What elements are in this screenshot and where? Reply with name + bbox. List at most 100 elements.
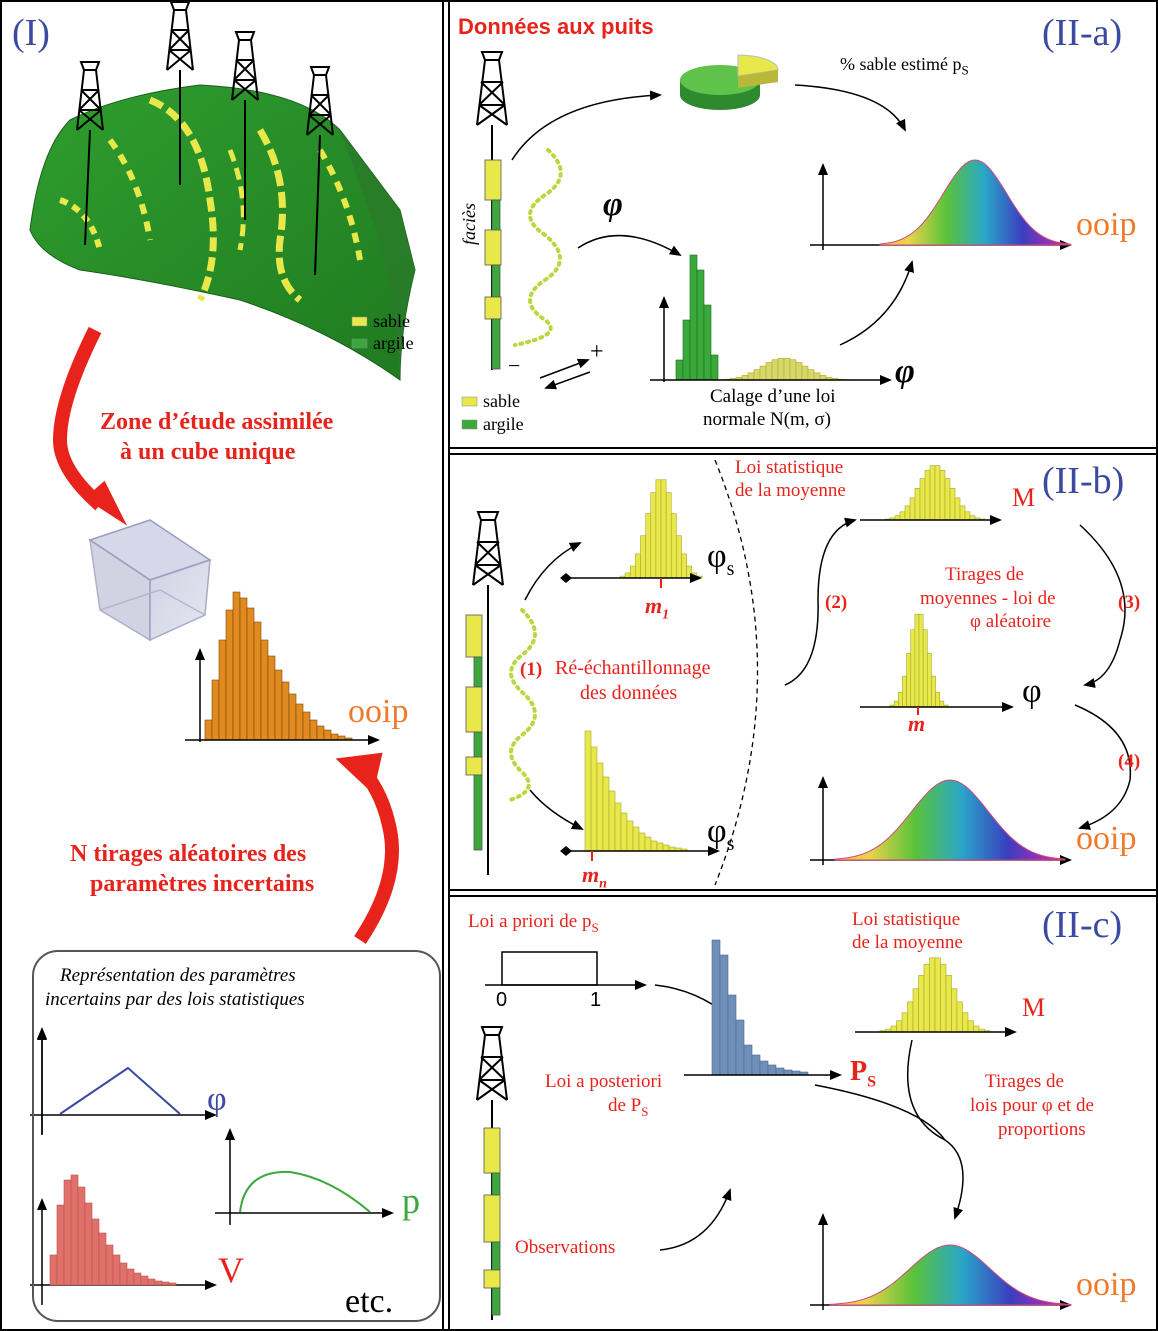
phi-label: φ (603, 186, 623, 223)
ooip-histogram (204, 591, 353, 741)
step-2-label: (2) (825, 592, 848, 613)
M-label: M (1022, 993, 1046, 1022)
mean-law-bar (973, 1025, 980, 1033)
porosity-log-curve (513, 148, 563, 347)
mean-law-bar (907, 1001, 914, 1033)
random-porosity-bar (918, 613, 924, 708)
porosity-histogram-bar (696, 269, 705, 381)
sable-estime-sub: S (961, 62, 969, 78)
ooip-histogram-bar (218, 639, 227, 741)
mean-law-distribution (879, 957, 991, 1033)
skewed-law-curve (239, 1170, 371, 1213)
resampled-histogram-bar (645, 513, 652, 579)
tirages-c-line1: Tirages de (985, 1071, 1064, 1092)
posteriori-line2: de PS (608, 1096, 648, 1118)
random-porosity-bar (893, 700, 899, 708)
resampled-histogram-bar (602, 776, 610, 852)
ooip-label: ooip (348, 693, 409, 730)
etc-label: etc. (345, 1283, 394, 1320)
resampled-histogram-bar (656, 842, 664, 852)
ooip-distribution (834, 779, 1066, 861)
phi-s-sub: s (726, 832, 735, 855)
p-label: p (402, 1181, 420, 1221)
ooip-histogram-bar (239, 597, 248, 741)
posterior-histogram-bar (719, 954, 729, 1076)
resampled-histogram-bar (624, 572, 631, 579)
resampled-histogram-bar (650, 492, 657, 579)
facies-log (465, 614, 483, 851)
random-porosity-bar (935, 691, 941, 708)
resampled-histogram-bar (655, 479, 662, 579)
posterior-histogram-bar (775, 1067, 785, 1076)
mean-law-bar (951, 988, 958, 1033)
m1-text: m (645, 593, 663, 618)
resampled-histogram-bar (635, 553, 641, 579)
ooip-label: ooip (1076, 206, 1137, 243)
Ps-sub: S (867, 1073, 877, 1091)
reech-line1: Ré-échantillonnage (555, 657, 711, 679)
panel-IIb (465, 459, 1132, 886)
sable-estime-label: % sable estimé pS (840, 55, 969, 77)
mn-label: mn (582, 864, 607, 891)
step-1-label: (1) (520, 659, 543, 680)
posteriori-line1: Loi a posteriori (545, 1071, 663, 1092)
mean-law-bar (923, 963, 930, 1033)
resampled-histogram-bar (686, 565, 693, 579)
resampled-histogram-bar (650, 840, 658, 852)
v-label: V (218, 1250, 244, 1290)
mean-law-bar (954, 497, 961, 521)
porosity-histogram-bar (710, 354, 719, 381)
uncertain-parameters-box (32, 950, 441, 1322)
oil-derrick-icon (76, 1, 334, 276)
ooip-histogram-bar (323, 729, 332, 741)
ooip-histogram-bar (288, 693, 297, 741)
resampled-histogram-bar (644, 836, 652, 852)
mean-law-bar (949, 488, 956, 521)
posterior-histogram-bar (751, 1054, 761, 1076)
mean-law-bar (899, 511, 906, 521)
loi-stat-line2: de la moyenne (735, 480, 846, 501)
ooip-histogram-bar (204, 719, 213, 741)
posteriori-sub: S (641, 1103, 649, 1119)
argile-swatch (461, 419, 478, 430)
tirages-label-line2: paramètres incertains (90, 871, 315, 897)
tirages-b-line3: φ aléatoire (970, 611, 1052, 632)
ooip-label: ooip (1076, 820, 1137, 857)
resampled-histogram-bar (590, 746, 598, 852)
loi-stat-c-line2: de la moyenne (852, 932, 963, 953)
ooip-label: ooip (1076, 1266, 1137, 1303)
resampled-histogram-bar (638, 832, 646, 852)
phi-random-label: φ (1022, 673, 1042, 710)
tirages-c-line3: proportions (998, 1119, 1086, 1140)
porosity-histogram-bar (765, 362, 773, 381)
oil-derrick-icon (472, 511, 504, 875)
posterior-histogram-bar (727, 994, 737, 1076)
triangular-law-curve (59, 1066, 181, 1115)
resampled-mean-histogram-n (584, 730, 688, 852)
resampled-histogram-bar (596, 762, 604, 852)
ooip-histogram-bar (260, 639, 269, 741)
porosity-histogram-bar (789, 359, 797, 381)
phi-axis-label: φ (895, 353, 915, 390)
step-3-label: (3) (1118, 592, 1141, 613)
panel-id-IIb: (II-b) (1042, 460, 1125, 502)
random-porosity-bar (910, 629, 916, 708)
resampled-histogram-bar (614, 802, 622, 852)
porosity-log-curve (508, 608, 537, 802)
posteriori-text: de P (608, 1095, 642, 1116)
sable-estime-text: % sable estimé p (840, 54, 962, 74)
mean-law-bar (929, 465, 936, 521)
Ps-label: PS (850, 1058, 876, 1091)
mean-law-bar (967, 1020, 974, 1033)
loi-priori-text: Loi a priori de p (468, 911, 592, 932)
reech-line2: des données (580, 682, 678, 704)
zone-label-line2: à un cube unique (120, 439, 296, 465)
phi-s-text: φ (707, 813, 727, 850)
mean-law-bar (945, 975, 952, 1033)
resampled-histogram-bar (626, 820, 634, 852)
porosity-histogram-bar (747, 372, 755, 381)
mean-law-bar (939, 469, 946, 521)
resampling-separator (714, 459, 759, 886)
arrow-to-histogram (354, 763, 399, 944)
random-porosity-bar (906, 653, 912, 708)
